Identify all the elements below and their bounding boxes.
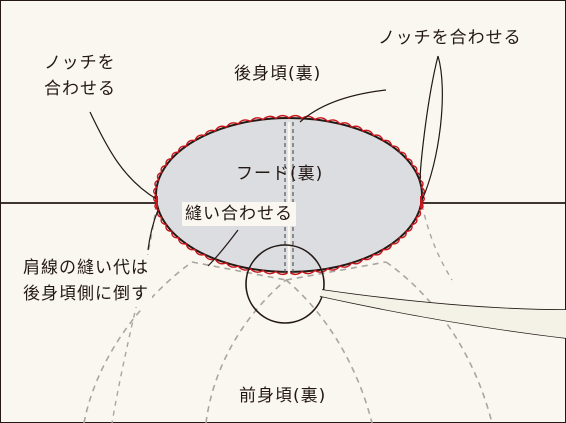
- leader-notch-right-b: [421, 55, 443, 201]
- front-dashed-right-outer: [385, 261, 493, 423]
- front-dashed-neck-right: [285, 261, 387, 281]
- notch-left-line-1: ノッチを: [44, 53, 116, 73]
- front-dashed-left-outer: [83, 261, 193, 423]
- notch-right-label: ノッチを合わせる: [378, 28, 522, 48]
- leader-sew: [207, 229, 239, 267]
- front-dashed-right-inner: [285, 279, 373, 423]
- magnify-circle: [245, 244, 325, 324]
- front-dashed-neck-left: [191, 261, 287, 281]
- back-body-label: 後身頃(裏): [234, 64, 322, 84]
- shoulder-note-line-2: 後身頃側に倒す: [23, 284, 149, 304]
- shoulder-note-line-1: 肩線の縫い代は: [23, 258, 149, 278]
- magnify-callout-fill: [320, 290, 566, 338]
- front-dashed-left-inner: [205, 279, 287, 423]
- leader-shoulder: [147, 209, 159, 251]
- sew-together-label: 縫い合わせる: [182, 202, 296, 226]
- leader-notch-left: [89, 111, 159, 201]
- shoulder-note-label: 肩線の縫い代は 後身頃側に倒す: [20, 255, 152, 307]
- stitch-scallops: [153, 114, 425, 276]
- shoulder-allowance-dashed-right: [421, 204, 453, 281]
- notch-left-label: ノッチを 合わせる: [44, 50, 116, 102]
- front-body-label: 前身頃(裏): [236, 384, 330, 408]
- leader-notch-right-a: [419, 55, 439, 183]
- hood-label: フード(裏): [236, 164, 324, 184]
- red-stitch-line: [153, 114, 425, 276]
- leader-notch-top: [299, 89, 387, 123]
- notch-left-line-2: 合わせる: [44, 79, 116, 99]
